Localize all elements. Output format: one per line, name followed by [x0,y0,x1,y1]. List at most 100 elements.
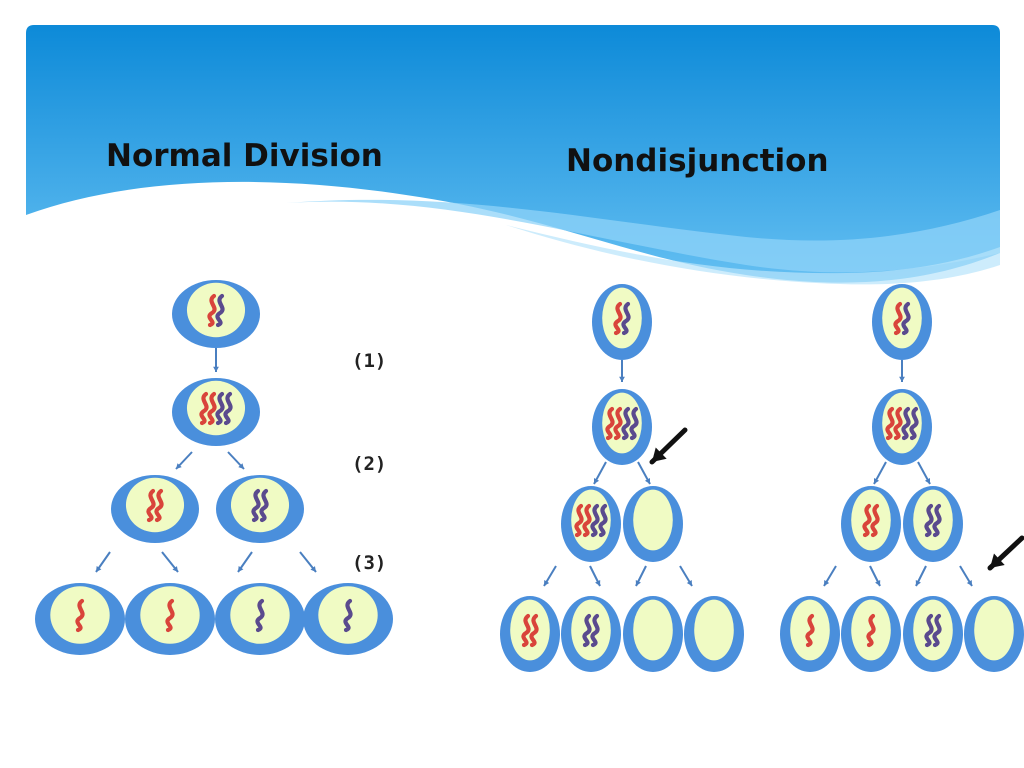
chromosome-red [165,598,175,633]
normal-division-cell-r1-c1 [172,280,260,348]
chromosome-red [613,406,623,441]
banner-wave-light [286,199,1000,273]
chromosome-red [613,301,623,336]
cell-nucleus [318,586,378,644]
normal-division-title: Normal Division [106,138,383,174]
nondisjunction-meiosis-2-cell-r4-c1 [780,596,840,672]
chromosome-red [154,488,164,523]
nondisjunction-meiosis-2-arrow-6-head [915,580,921,586]
nondisjunction-meiosis-1-cell-r4-c2 [561,596,621,672]
cell-nucleus [633,489,673,551]
chromosome-red [805,613,815,648]
normal-division-arrow-4-head [96,566,102,572]
chromosome-red [893,301,903,336]
normal-division-cell-r4-c4 [303,583,393,655]
step-label-2: (2) [352,453,387,475]
nondisjunction-meiosis-1-cell-r1-c1 [592,284,652,360]
nondisjunction-meiosis-1-empty-cell-r4-c3 [623,596,683,672]
chromosome-red [207,293,217,328]
normal-division-cell-r4-c1 [35,583,125,655]
nondisjunction-meiosis-2-nondisjunction-pointer-head [990,553,1005,568]
nondisjunction-meiosis-1-arrow-3-head [644,478,651,484]
cell-nucleus [790,599,830,661]
chromosome-purple [901,301,911,336]
chromosome-red [207,391,217,426]
nondisjunction-meiosis-2-arrow-5-head [875,580,881,586]
normal-division-arrow-6-head [238,566,244,572]
chromosome-purple [621,406,631,441]
step-label-1: (1) [352,350,387,372]
nondisjunction-meiosis-2-cell-r1-c1 [872,284,932,360]
nondisjunction-meiosis-1-arrow-1-head [619,376,625,382]
chromosome-purple [621,301,631,336]
normal-division-arrow-1-head [213,366,219,372]
chromosome-red [529,613,539,648]
chromosome-red [885,406,895,441]
chromosome-red [862,503,872,538]
nondisjunction-meiosis-2-cell-r4-c3 [903,596,963,672]
chromosome-red [574,503,584,538]
chromosome-red [605,406,615,441]
nondisjunction-meiosis-1-arrow-2-head [593,478,600,484]
nondisjunction-meiosis-2-arrow-4-head [824,580,830,586]
chromosome-purple [590,613,600,648]
normal-division-cell-r2-c1 [172,378,260,446]
chromosome-purple [251,488,261,523]
chromosome-red [75,598,85,633]
nondisjunction-meiosis-2-arrow-7-head [966,580,972,586]
nondisjunction-meiosis-1-cell-r4-c1 [500,596,560,672]
cell-nucleus [140,586,200,644]
nondisjunction-meiosis-2-cell-r3-c1 [841,486,901,562]
nondisjunction-meiosis-1-cell-r2-c1 [592,389,652,465]
chromosome-purple [932,503,942,538]
normal-division-cell-r3-c2 [216,475,304,543]
nondisjunction-title: Nondisjunction [566,143,829,179]
chromosome-purple [223,391,233,426]
chromosome-red [870,503,880,538]
nondisjunction-meiosis-1-arrow-7-head [686,580,692,586]
nondisjunction-meiosis-2-cell-r3-c2 [903,486,963,562]
chromosome-red [866,613,876,648]
nondisjunction-meiosis-1-arrow-4-head [544,580,550,586]
chromosome-purple [255,598,265,633]
chromosome-purple [901,406,911,441]
header-banner [26,25,1000,285]
nondisjunction-meiosis-2-cell-r2-c1 [872,389,932,465]
normal-division-arrow-3-head [238,463,244,469]
cell-nucleus [974,599,1014,661]
chromosome-purple [582,613,592,648]
chromosome-purple [909,406,919,441]
nondisjunction-meiosis-1-nondisjunction-pointer-head [652,447,667,462]
nondisjunction-meiosis-1-cell-r3-c1 [561,486,621,562]
nondisjunction-meiosis-2-arrow-1-head [899,376,905,382]
chromosome-red [582,503,592,538]
cell-nucleus [230,586,290,644]
nondisjunction-meiosis-1-arrow-5-head [595,580,601,586]
normal-division-arrow-7-head [310,566,316,572]
nondisjunction-meiosis-2-empty-cell-r4-c4 [964,596,1024,672]
normal-division-cell-r4-c3 [215,583,305,655]
normal-division-arrow-5-head [172,566,178,572]
chromosome-purple [215,391,225,426]
banner-shape [26,25,1000,283]
chromosome-purple [590,503,600,538]
nondisjunction-meiosis-2-cell-r4-c2 [841,596,901,672]
chromosome-red [893,406,903,441]
chromosome-purple [343,598,353,633]
normal-division-cell-r3-c1 [111,475,199,543]
chromosome-purple [215,293,225,328]
chromosome-purple [629,406,639,441]
nondisjunction-meiosis-2-arrow-3-head [924,478,931,484]
chromosome-purple [924,503,934,538]
chromosome-red [199,391,209,426]
normal-division-arrow-2-head [176,463,182,469]
nondisjunction-meiosis-1-arrow-6-head [635,580,641,586]
step-label-3: (3) [352,552,387,574]
chromosome-purple [932,613,942,648]
normal-division-cell-r4-c2 [125,583,215,655]
cell-nucleus [851,599,891,661]
chromosome-red [146,488,156,523]
nondisjunction-meiosis-1-empty-cell-r3-c2 [623,486,683,562]
cell-nucleus [50,586,110,644]
